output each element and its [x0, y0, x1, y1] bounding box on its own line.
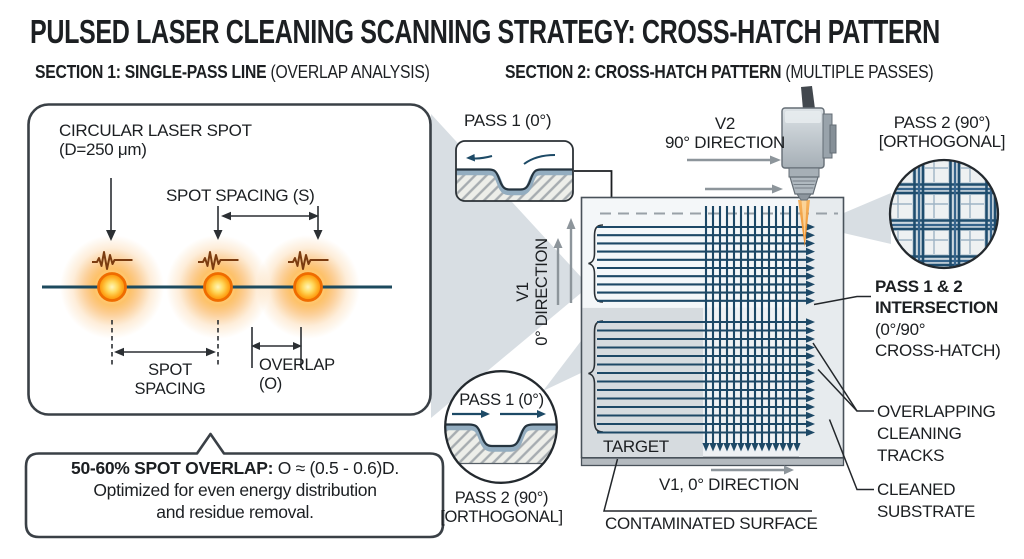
circle-pass2-label: PASS 2 (90°) [ORTHOGONAL] [440, 489, 563, 526]
pulse-waveform-icon [198, 251, 239, 270]
cleaning-track-arrowhead [806, 360, 815, 369]
cleaning-track-arrowhead [806, 386, 815, 394]
annotation-arrows [106, 178, 323, 368]
section2-heading: SECTION 2: CROSS-HATCH PATTERN (MULTIPLE… [505, 61, 934, 82]
brace-lower [588, 320, 604, 433]
cleaning-track-arrowhead [786, 443, 794, 452]
cleaning-track-arrowhead [709, 443, 717, 452]
overlapping-tracks-label: OVERLAPPING CLEANING TRACKS [877, 402, 996, 465]
cleaning-track-arrowhead [806, 231, 815, 239]
cleaned-upper-region [582, 198, 799, 308]
pulse-waveform-icon [92, 251, 133, 270]
cleaning-track-arrowhead [806, 280, 815, 289]
cleaning-track-arrowhead [806, 256, 815, 264]
spot-spacing-s-label: SPOT SPACING (S) [166, 186, 315, 205]
overlap-label: OVERLAP (O) [259, 356, 335, 393]
pulse-waveform-icon [288, 251, 329, 270]
pass1-tracks-lower [597, 318, 815, 437]
laser-head-icon [781, 86, 837, 247]
circle-pass1-label: PASS 1 (0°) [459, 391, 544, 409]
pass1-tracks-upper [597, 223, 815, 305]
substrate-edge-band [580, 457, 845, 467]
spot-overlap-callout: 50-60% SPOT OVERLAP: O ≈ (0.5 - 0.6)D. O… [71, 458, 399, 522]
cleaning-track-arrowhead [806, 420, 815, 428]
cleaning-track-arrowhead [806, 223, 815, 231]
contaminated-surface-label: CONTAMINATED SURFACE [605, 514, 818, 533]
single-pass-panel [27, 103, 432, 416]
laser-spot [92, 251, 133, 302]
cleaning-track-arrowhead [806, 264, 815, 272]
velocity-arrows [553, 155, 794, 475]
cleaned-substrate-label: CLEANED SUBSTRATE [877, 480, 976, 521]
cleaning-track-arrowhead [806, 394, 815, 403]
cleaning-track-arrowhead [806, 428, 815, 437]
cleaning-track-arrowhead [806, 343, 815, 352]
cleaning-track-arrowhead [751, 443, 759, 452]
cleaning-track-arrowhead [744, 443, 752, 452]
pass1-groove-inset [455, 140, 617, 213]
crosshatch-magnifier [888, 158, 1000, 270]
cleaning-track-arrowhead [806, 335, 815, 343]
cleaning-track-arrowhead [716, 443, 724, 452]
cleaning-track-arrowhead [793, 443, 801, 452]
cleaning-track-arrowhead [806, 247, 815, 256]
page-title: PULSED LASER CLEANING SCANNING STRATEGY:… [30, 13, 940, 50]
cleaning-track-arrowhead [779, 443, 787, 452]
cleaning-track-arrowhead [806, 239, 815, 248]
cleaning-track-arrowhead [806, 352, 815, 360]
cleaning-track-arrowhead [758, 443, 766, 452]
pass1-inset-label: PASS 1 (0°) [464, 111, 552, 130]
target-label: TARGET [603, 437, 669, 456]
cleaning-track-arrowhead [730, 443, 738, 452]
spot-spacing-label: SPOT SPACING [134, 361, 206, 398]
v1-bottom-label: V1, 0° DIRECTION [659, 475, 799, 494]
callout-box [24, 432, 445, 539]
circular-laser-spot-label: CIRCULAR LASER SPOT (D=250 μm) [59, 121, 252, 160]
brace-upper [588, 224, 604, 303]
cleaning-track-arrowhead [772, 443, 780, 452]
cleaning-track-arrowhead [806, 288, 815, 297]
inset-connector [574, 170, 613, 204]
cleaning-track-arrowhead [806, 297, 815, 305]
laser-spot [288, 251, 329, 302]
cleaning-track-arrowhead [806, 377, 815, 386]
cleaning-track-arrowhead [806, 411, 815, 420]
direction-curve-icon [523, 154, 556, 165]
laser-spot [198, 251, 239, 302]
cleaning-track-arrowhead [806, 369, 815, 377]
section1-heading: SECTION 1: SINGLE-PASS LINE (OVERLAP ANA… [35, 61, 430, 82]
pass2-tracks [702, 206, 801, 452]
cleaning-track-arrowhead [806, 326, 815, 335]
cleaning-track-arrowhead [806, 318, 815, 326]
v1-direction-label: V1 0° DIRECTION [514, 238, 551, 346]
cleaning-track-arrowhead [765, 443, 773, 452]
cleaning-track-arrowhead [702, 443, 710, 452]
cleaning-track-arrowhead [806, 403, 815, 411]
cleaning-track-arrowhead [723, 443, 731, 452]
groove-magnifier [444, 370, 558, 484]
intersection-label: PASS 1 & 2 INTERSECTION (0°/90° CROSS-HA… [875, 277, 1001, 360]
pass2-label: PASS 2 (90°) [ORTHOGONAL] [878, 113, 1006, 152]
v2-direction-label: V2 90° DIRECTION [664, 114, 786, 153]
cleaning-track-arrowhead [806, 272, 815, 280]
cleaning-track-arrowhead [737, 443, 745, 452]
callout-connectors [603, 295, 874, 512]
